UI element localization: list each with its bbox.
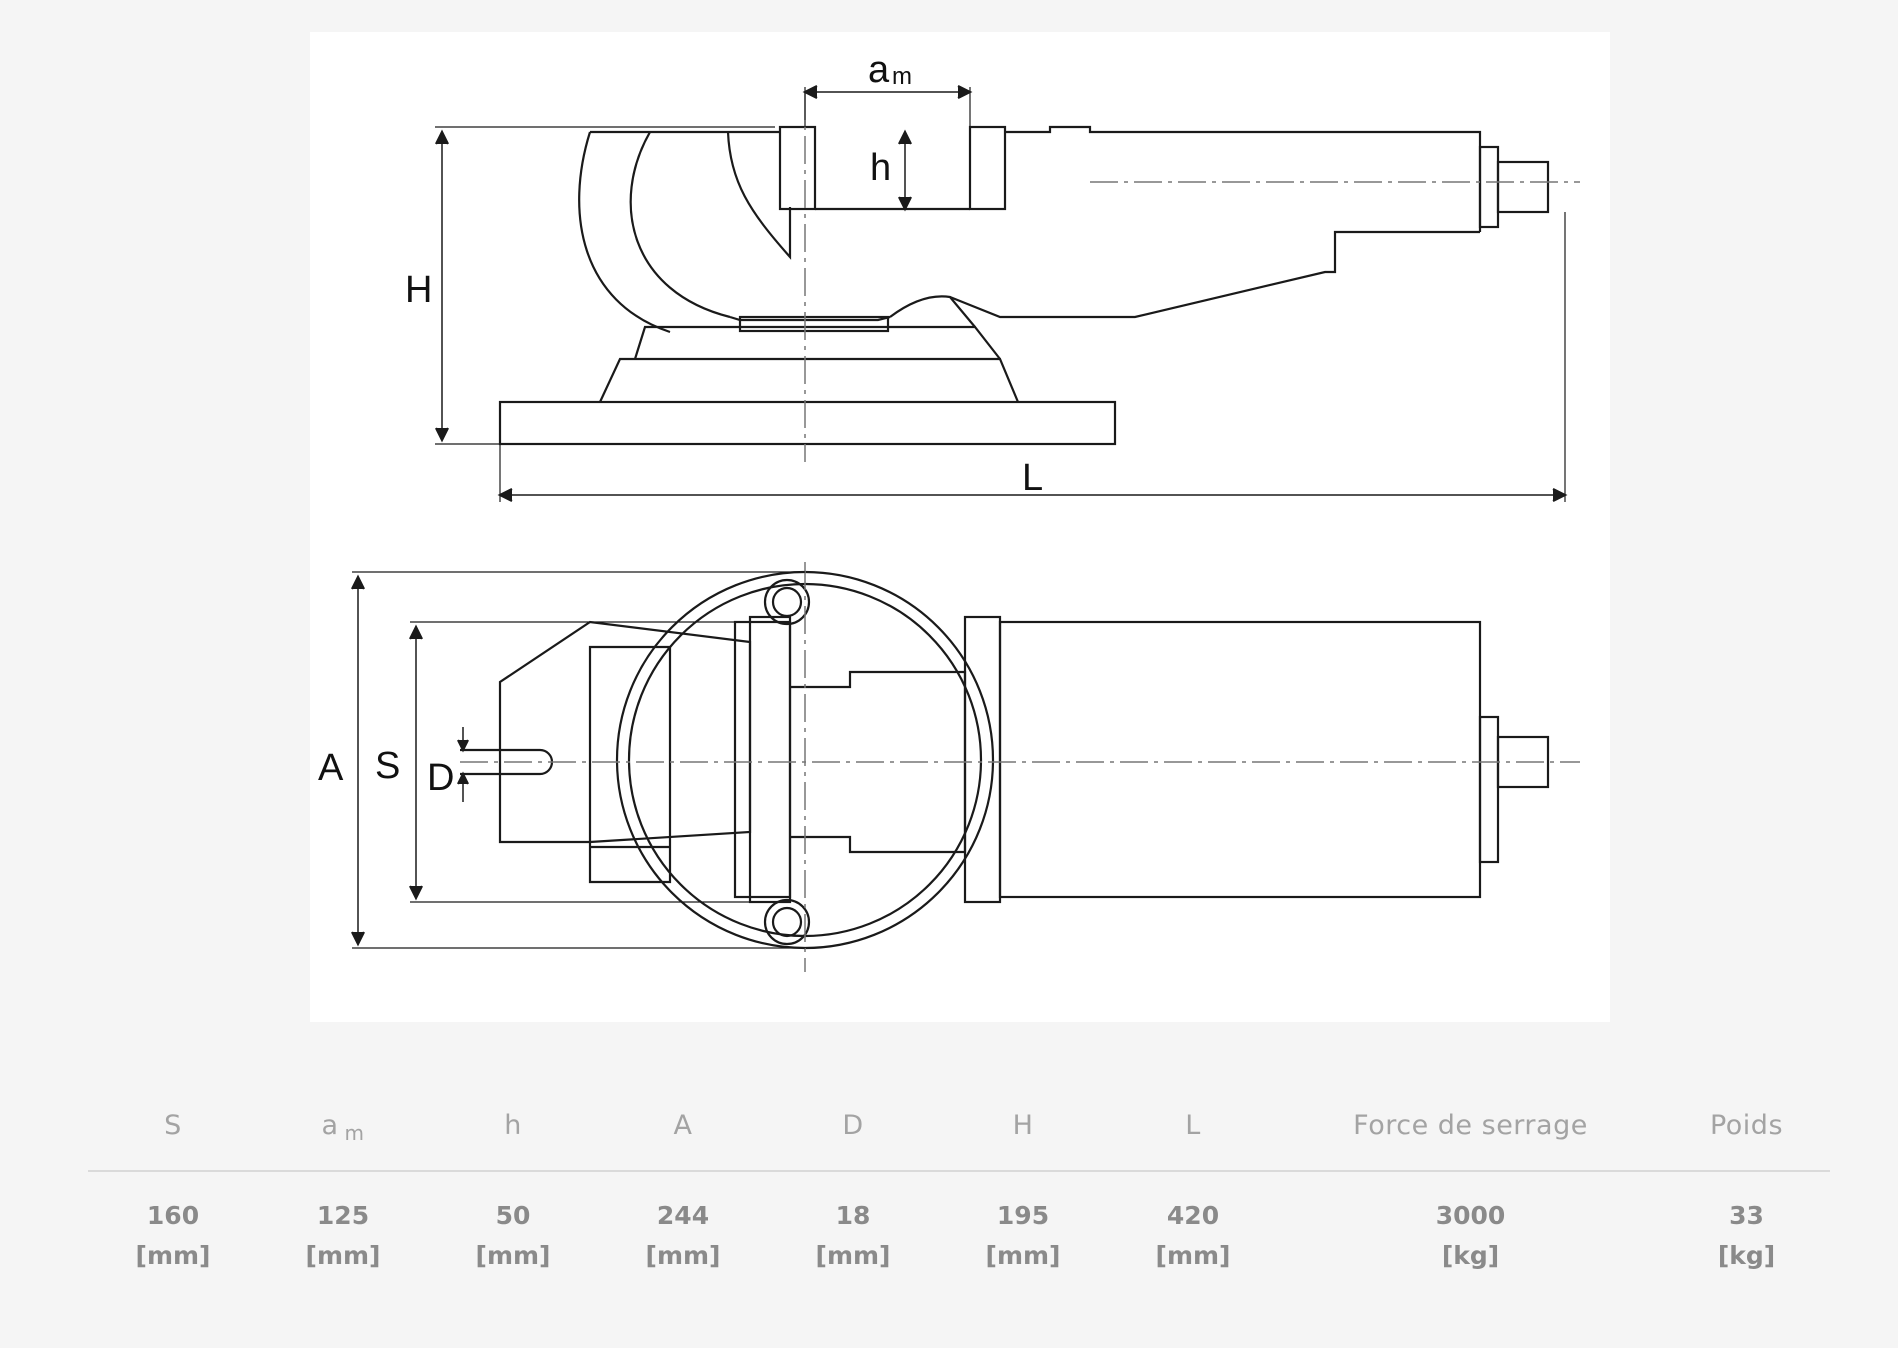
label-am-sub: m [892, 63, 912, 90]
header-H: H [1012, 1110, 1034, 1141]
label-D: D [427, 757, 454, 799]
base-plate [498, 400, 1117, 446]
value-l: 420[mm] [1155, 1201, 1231, 1270]
moving-jaw [968, 125, 1007, 211]
header-s: S [164, 1110, 182, 1141]
header-force: Force de serrage [1353, 1110, 1588, 1141]
spec-value-row: 160[mm] 125[mm] 50[mm] 244[mm] 18[mm] 19… [88, 1172, 1830, 1276]
moving-jaw-top [963, 615, 1002, 904]
top-view [351, 562, 1580, 972]
header-a: A [673, 1110, 693, 1141]
value-d: 18[mm] [815, 1201, 891, 1270]
label-am: a [868, 49, 890, 91]
value-am: 125[mm] [305, 1201, 381, 1270]
side-view [435, 85, 1580, 502]
value-force: 3000[kg] [1435, 1201, 1506, 1270]
value-s: 160[mm] [135, 1201, 211, 1270]
pedestal [599, 357, 1020, 403]
fixed-jaw [778, 125, 817, 211]
value-a: 244[mm] [645, 1201, 721, 1270]
value-H: 195[mm] [985, 1201, 1061, 1270]
label-A: A [318, 747, 344, 789]
label-S: S [375, 745, 400, 787]
technical-drawing: a m h H L A S D [310, 32, 1610, 1022]
label-H: H [405, 269, 432, 311]
header-poids: Poids [1709, 1110, 1784, 1141]
spindle-housing [998, 620, 1482, 899]
header-h: h [504, 1110, 522, 1141]
header-d: D [842, 1110, 864, 1141]
fixed-body [498, 620, 752, 844]
header-l: L [1185, 1110, 1201, 1141]
value-h: 50[mm] [475, 1201, 551, 1270]
label-h: h [870, 147, 891, 189]
label-L: L [1022, 457, 1043, 499]
value-poids: 33[kg] [1717, 1201, 1776, 1270]
vise-drawing-svg: a m h H L A S D [318, 49, 1580, 972]
